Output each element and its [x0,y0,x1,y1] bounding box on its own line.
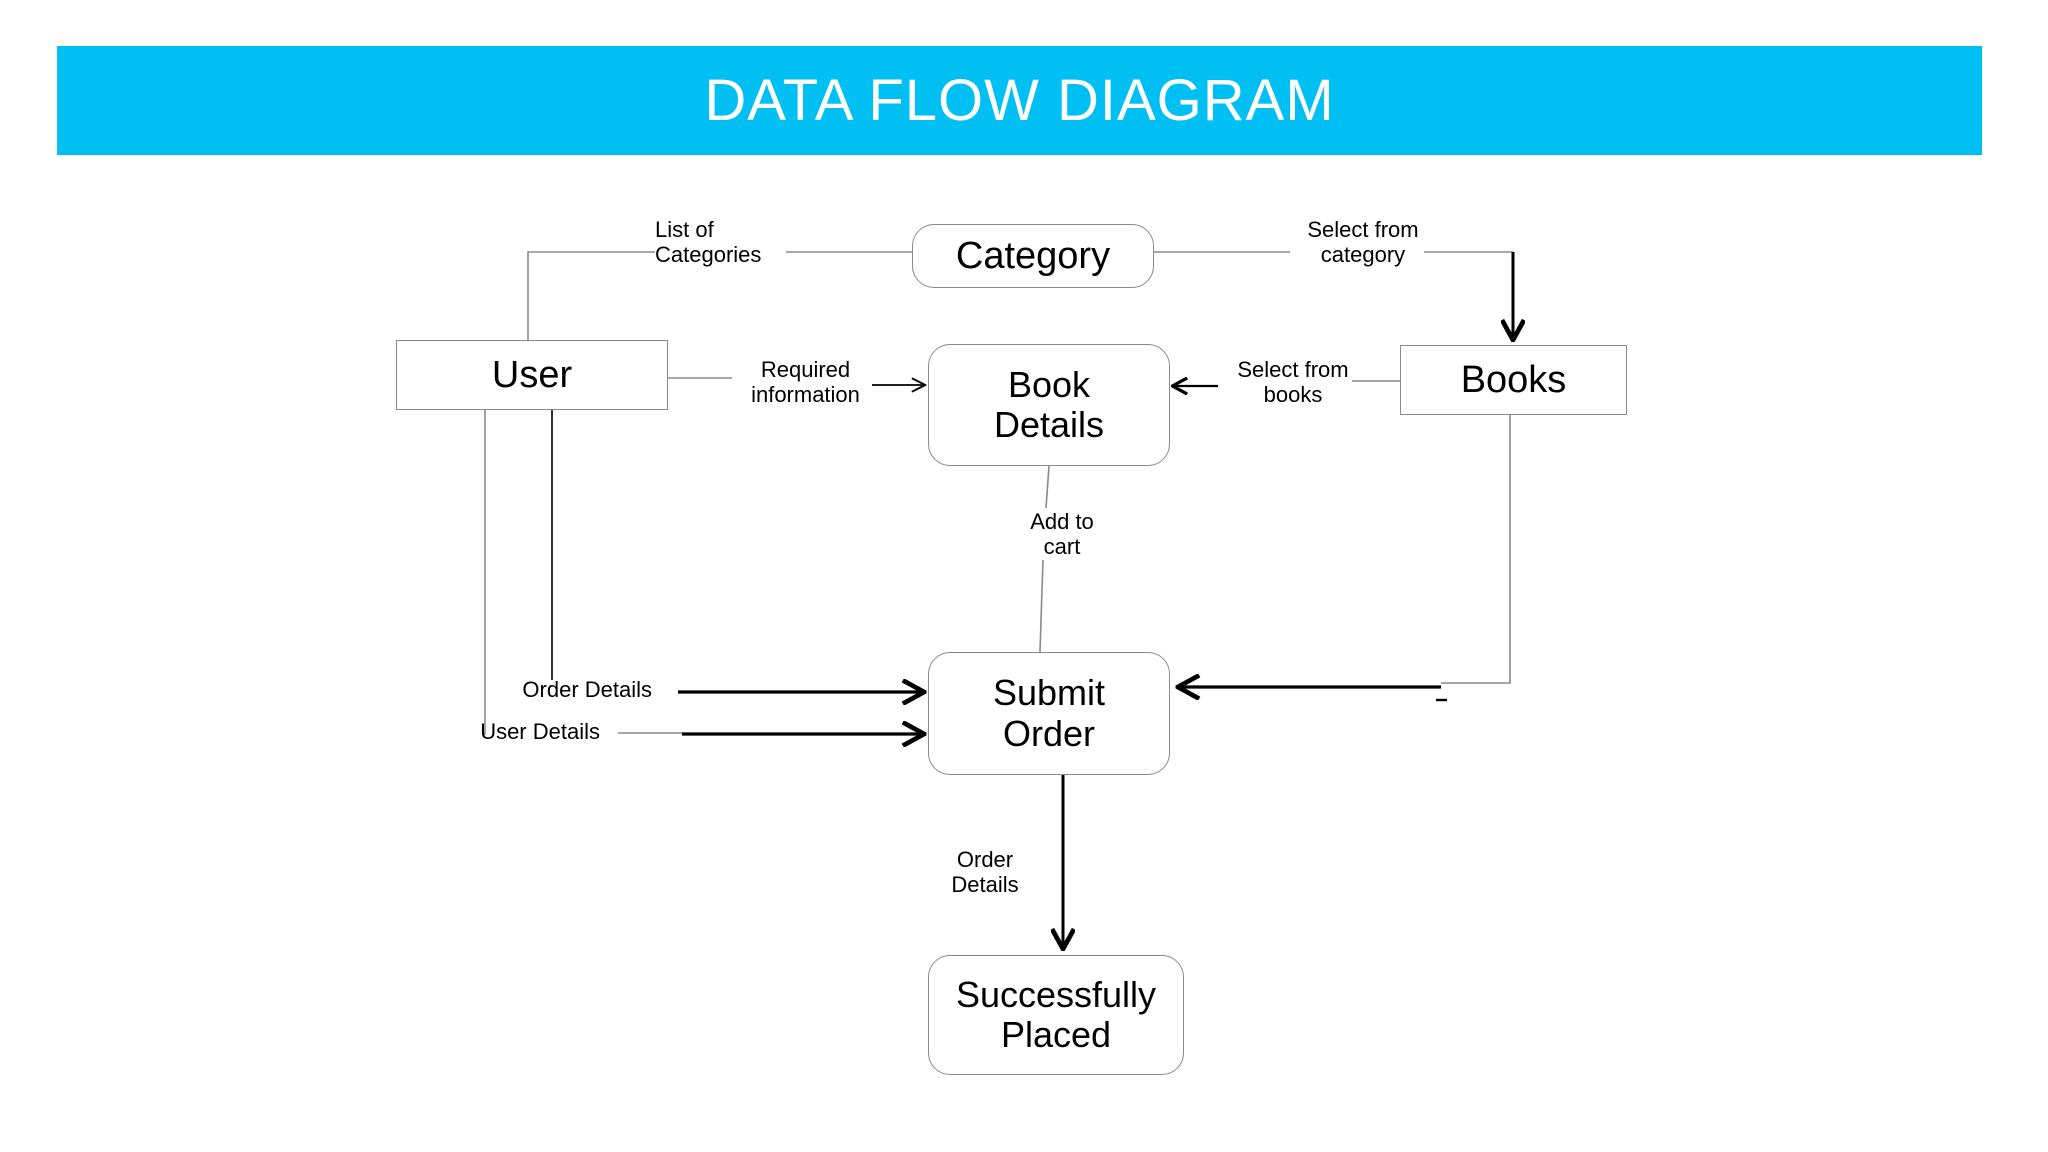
edge-books-to-book-details [1174,381,1400,386]
node-submit-order-label: Submit Order [992,672,1106,754]
edge-label-required-information: Required information [751,357,860,407]
node-successfully-placed-label: Successfully Placed [955,973,1157,1055]
edge-label-order-details-user: Order Details [522,677,652,702]
node-category-label: Category [955,234,1111,277]
edge-label-list-of-categories: List of Categories [655,217,762,267]
node-user-label: User [491,353,573,396]
node-book-details[interactable]: Book Details [928,344,1170,466]
edge-user-user-details [484,410,922,735]
edge-user-to-book-details [668,377,924,385]
edge-books-to-submit-order [1180,415,1511,702]
edge-label-user-details: User Details [480,719,600,744]
edge-label-select-from-books: Select from books [1237,357,1349,407]
page-title: DATA FLOW DIAGRAM [704,68,1335,133]
node-books[interactable]: Books [1400,345,1627,415]
edge-label-add-to-cart: Add to cart [1030,509,1094,559]
edge-label-select-from-category: Select from category [1307,217,1419,267]
node-books-label: Books [1460,358,1567,401]
header-banner: DATA FLOW DIAGRAM [57,46,1982,155]
node-user[interactable]: User [396,340,668,410]
node-category[interactable]: Category [912,224,1154,288]
node-submit-order[interactable]: Submit Order [928,652,1170,775]
edge-user-order-details [551,410,922,692]
edge-book-details-to-submit-order [1039,465,1050,653]
edge-category-to-user [527,251,912,340]
edge-category-to-books [1154,251,1513,338]
node-successfully-placed[interactable]: Successfully Placed [928,955,1184,1075]
node-book-details-label: Book Details [993,363,1105,445]
edge-label-order-details-final: Order Details [951,847,1019,897]
